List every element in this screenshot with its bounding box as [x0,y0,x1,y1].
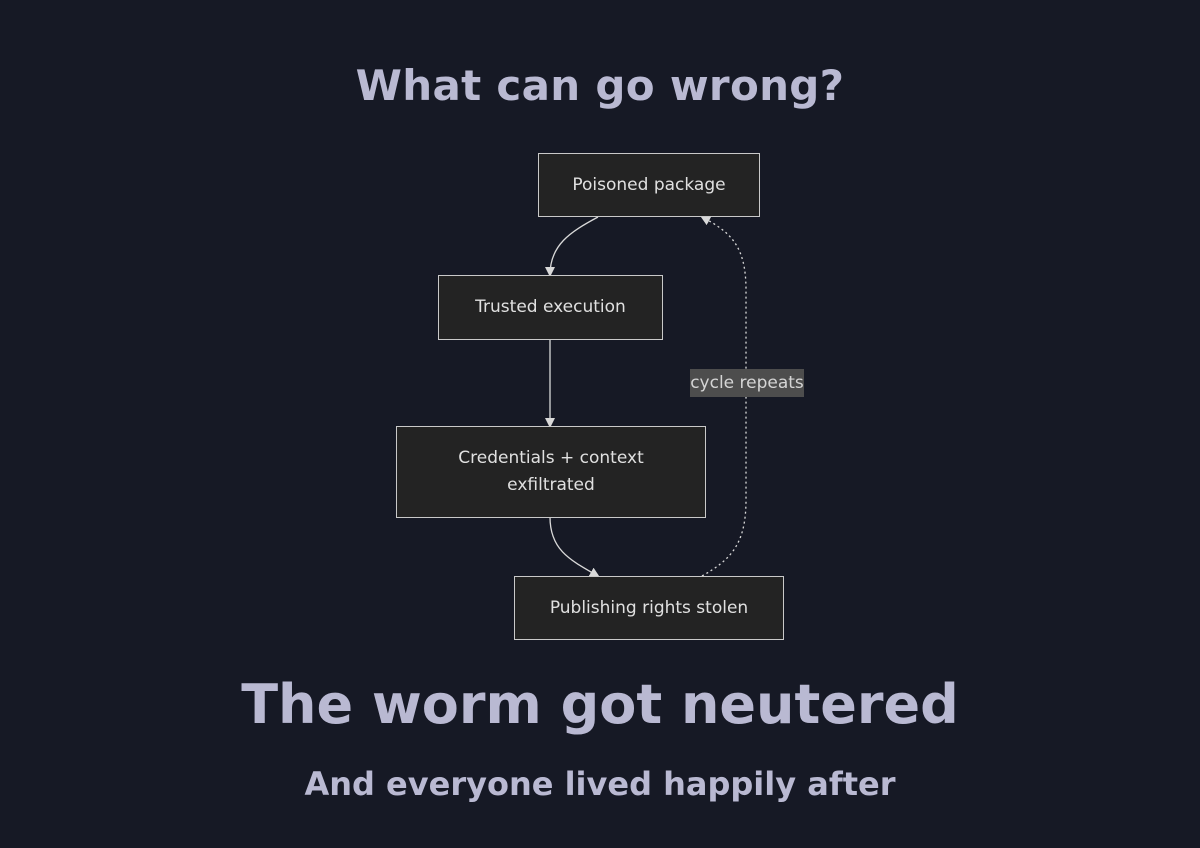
edge-poisoned-to-trusted [545,216,599,277]
slide-title: What can go wrong? [355,61,845,110]
node-credentials-exfiltrated: Credentials + context exfiltrated [396,426,706,518]
edge-label-cycle-repeats: cycle repeats [690,369,804,397]
node-label-line1: Credentials + context [458,448,644,468]
node-label-line2: exfiltrated [507,475,595,495]
node-label: Trusted execution [475,297,626,317]
node-poisoned-package: Poisoned package [538,153,760,217]
headline: The worm got neutered [241,673,959,736]
node-label: Publishing rights stolen [549,597,749,618]
node-trusted-execution: Trusted execution [438,275,663,340]
edge-credentials-to-publishing [549,516,600,577]
subheadline: And everyone lived happily after [304,765,896,803]
node-label: Poisoned package [572,174,726,195]
node-publishing-rights-stolen: Publishing rights stolen [514,576,784,640]
